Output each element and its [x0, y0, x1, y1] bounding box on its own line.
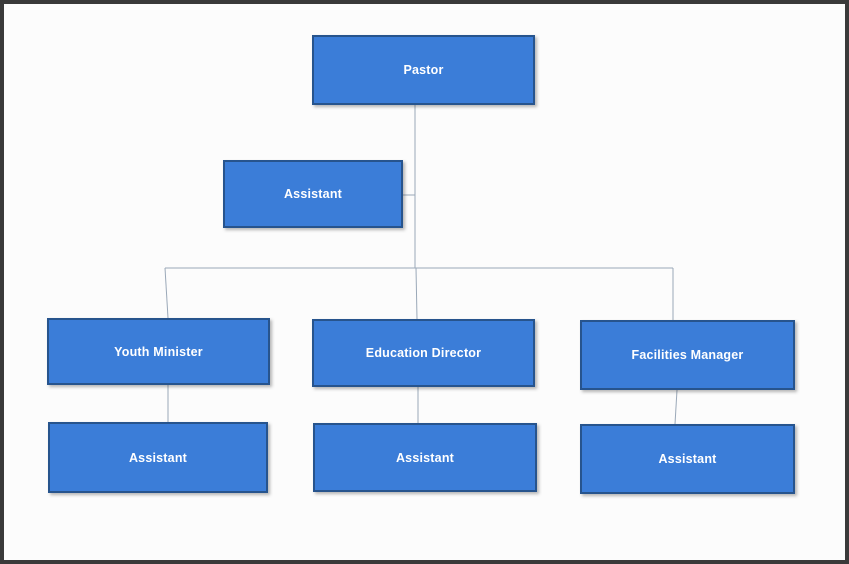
org-node-youth-minister: Youth Minister — [47, 318, 270, 385]
org-node-label: Education Director — [365, 346, 482, 360]
org-node-facilities-manager: Facilities Manager — [580, 320, 795, 390]
org-node-label: Facilities Manager — [631, 348, 744, 362]
org-node-label: Assistant — [658, 452, 717, 466]
org-node-label: Assistant — [128, 450, 188, 465]
connector-facilities-assistant — [674, 389, 678, 425]
org-node-assistant-youth: Assistant — [48, 422, 268, 493]
org-node-label: Youth Minister — [114, 344, 203, 359]
org-node-assistant-pastor: Assistant — [223, 160, 403, 228]
org-node-assistant-facilities: Assistant — [580, 424, 795, 494]
connector-drop-youth — [164, 267, 169, 319]
org-node-pastor: Pastor — [312, 35, 535, 105]
connector-drop-education — [415, 267, 418, 320]
org-node-education-director: Education Director — [312, 319, 535, 387]
org-node-assistant-education: Assistant — [313, 423, 537, 492]
org-node-label: Assistant — [283, 187, 343, 201]
org-node-label: Assistant — [395, 450, 455, 465]
org-node-label: Pastor — [403, 63, 444, 77]
